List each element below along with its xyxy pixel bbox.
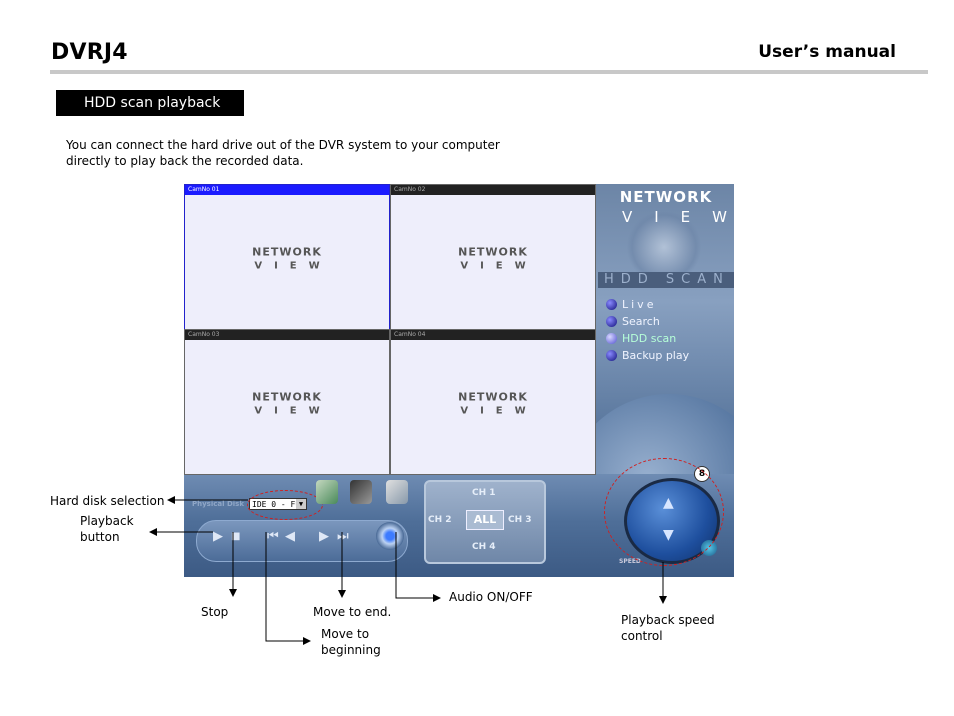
playback-controls: ▶ ■ ⏮ ◀ ▶ ⏭ bbox=[196, 520, 408, 562]
manual-label: User’s manual bbox=[758, 42, 896, 62]
channel-all-button[interactable]: ALL bbox=[466, 510, 504, 530]
channel-1-button[interactable]: CH 1 bbox=[472, 488, 496, 498]
callout-audio: Audio ON/OFF bbox=[449, 590, 533, 604]
callout-move-to-beginning: Move to beginning bbox=[321, 627, 381, 657]
menu-item-live[interactable]: Live bbox=[606, 296, 689, 313]
header-divider bbox=[50, 70, 928, 74]
camera-title: CamNo 01 bbox=[185, 185, 389, 195]
physical-disk-label: Physical Disk bbox=[192, 500, 244, 508]
section-title: HDD scan playback bbox=[56, 90, 244, 116]
move-to-end-icon[interactable]: ⏭ bbox=[337, 529, 349, 544]
camera-title: CamNo 02 bbox=[391, 185, 595, 195]
mode-banner: HDD SCAN bbox=[598, 272, 734, 288]
doc-title: DVRJ4 bbox=[51, 40, 128, 65]
avi-export-icon[interactable] bbox=[350, 480, 372, 504]
bullet-icon bbox=[606, 299, 617, 310]
callout-ring bbox=[247, 490, 323, 520]
callout-playback-button: Playback button bbox=[80, 514, 134, 544]
bullet-icon bbox=[606, 350, 617, 361]
callout-ring bbox=[604, 458, 724, 566]
app-logo: NETWORK VIEW bbox=[619, 188, 727, 226]
step-back-icon[interactable]: ◀ bbox=[285, 529, 295, 544]
channel-2-button[interactable]: CH 2 bbox=[428, 515, 452, 525]
disc-graphic bbox=[624, 212, 704, 282]
mode-menu: Live Search HDD scan Backup play bbox=[606, 296, 689, 364]
bullet-icon bbox=[606, 333, 617, 344]
callout-hdd-selection: Hard disk selection bbox=[50, 494, 165, 508]
intro-text: You can connect the hard drive out of th… bbox=[66, 138, 500, 168]
camera-title: CamNo 03 bbox=[185, 330, 389, 340]
menu-item-backup-play[interactable]: Backup play bbox=[606, 347, 689, 364]
audio-toggle-icon[interactable] bbox=[376, 522, 404, 550]
menu-item-search[interactable]: Search bbox=[606, 313, 689, 330]
step-forward-icon[interactable]: ▶ bbox=[319, 529, 329, 544]
disk-tool-icon[interactable] bbox=[316, 480, 338, 504]
print-icon[interactable] bbox=[386, 480, 408, 504]
callout-stop: Stop bbox=[201, 605, 229, 619]
channel-4-button[interactable]: CH 4 bbox=[472, 542, 496, 552]
callout-speed-control: Playback speed control bbox=[621, 613, 715, 643]
move-to-beginning-icon[interactable]: ⏮ bbox=[267, 529, 279, 544]
play-icon[interactable]: ▶ bbox=[213, 529, 223, 544]
menu-item-hdd-scan[interactable]: HDD scan bbox=[606, 330, 689, 347]
callout-move-to-end: Move to end. bbox=[313, 605, 392, 619]
channel-selector: CH 1 CH 2 CH 3 CH 4 ALL bbox=[424, 480, 546, 564]
camera-title: CamNo 04 bbox=[391, 330, 595, 340]
speed-label: SPEED bbox=[619, 558, 641, 565]
bullet-icon bbox=[606, 316, 617, 327]
stop-icon[interactable]: ■ bbox=[231, 531, 241, 542]
channel-3-button[interactable]: CH 3 bbox=[508, 515, 532, 525]
